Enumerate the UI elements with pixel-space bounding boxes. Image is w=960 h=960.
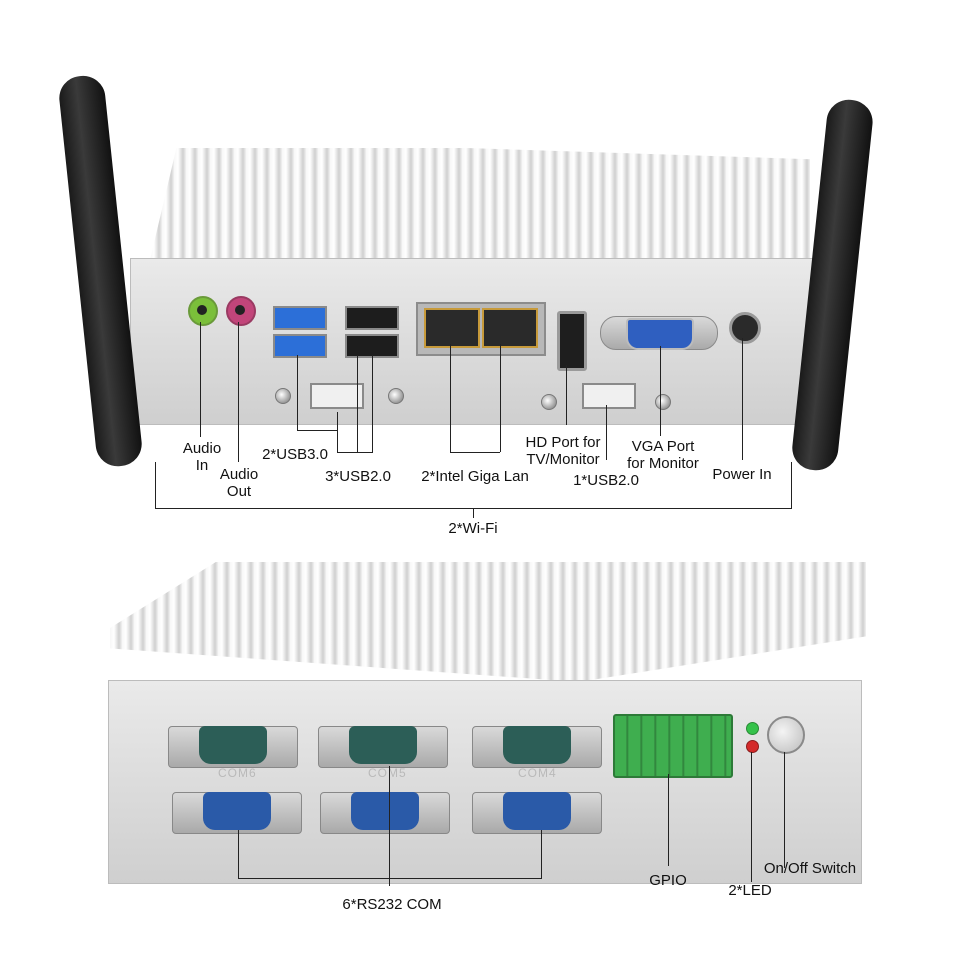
leader-com-right xyxy=(541,830,542,878)
label-rs232: 6*RS232 COM xyxy=(342,896,442,913)
com6-port-icon xyxy=(199,726,267,764)
label-usb20-one: 1*USB2.0 xyxy=(573,472,639,489)
leader-usb3-b xyxy=(337,412,338,452)
label-wifi: 2*Wi-Fi xyxy=(448,520,498,537)
screw-icon xyxy=(388,388,404,404)
leader-usb2-three-h xyxy=(337,452,372,453)
com4-port-icon xyxy=(503,726,571,764)
leader-usb2-one xyxy=(606,405,607,460)
leader-com-h xyxy=(238,878,542,879)
label-led: 2*LED xyxy=(728,882,772,899)
label-audio-in-line1: Audio xyxy=(182,440,222,457)
label-vga-line1: VGA Port xyxy=(631,438,695,455)
leader-audio-in xyxy=(200,322,201,437)
hdmi-port-icon xyxy=(557,311,587,371)
usb3-port-upper-icon xyxy=(273,306,327,330)
label-audio-out-line1: Audio xyxy=(219,466,259,483)
usb2-port-single-right-icon xyxy=(582,383,636,409)
usb2-port-upper-icon xyxy=(345,306,399,330)
label-gpio: GPIO xyxy=(649,872,687,889)
leader-vga xyxy=(660,346,661,436)
silk-com4: COM4 xyxy=(518,766,557,780)
leader-wifi-right xyxy=(791,462,792,508)
usb3-port-lower-icon xyxy=(273,334,327,358)
label-power-in: Power In xyxy=(712,466,772,483)
led-green-icon xyxy=(746,722,759,735)
label-usb30: 2*USB3.0 xyxy=(262,446,328,463)
screw-icon xyxy=(541,394,557,410)
leader-onoff xyxy=(784,752,785,868)
audio-in-jack-hole xyxy=(197,305,207,315)
label-hd-port-line2: TV/Monitor xyxy=(526,451,600,468)
label-audio-out-line2: Out xyxy=(226,483,252,500)
screw-icon xyxy=(655,394,671,410)
label-hd-port-line1: HD Port for xyxy=(525,434,601,451)
leader-gpio xyxy=(668,774,669,866)
leader-com-left xyxy=(238,830,239,878)
label-onoff: On/Off Switch xyxy=(763,860,857,877)
gpio-terminal-icon xyxy=(613,714,733,778)
top-device: Audio In Audio Out 2*USB3.0 3*USB2.0 2*I… xyxy=(57,73,875,537)
leader-usb2-three xyxy=(357,355,358,453)
leader-wifi-center xyxy=(473,508,474,518)
leader-power xyxy=(742,338,743,460)
label-usb20-three: 3*USB2.0 xyxy=(325,468,391,485)
leader-lan-h xyxy=(450,452,500,453)
leader-lan-2 xyxy=(500,344,501,452)
silk-com6: COM6 xyxy=(218,766,257,780)
lan-port-2-icon xyxy=(482,308,538,348)
usb2-port-single-left-icon xyxy=(310,383,364,409)
label-vga-line2: for Monitor xyxy=(627,455,699,472)
leader-hd-port xyxy=(566,365,567,425)
bottom-device: COM6 COM5 COM4 6*RS232 COM GPIO 2*LED On… xyxy=(0,540,960,960)
label-audio-out: Audio Out xyxy=(215,466,263,500)
lan-port-1-icon xyxy=(424,308,480,348)
leader-usb3-h xyxy=(297,430,337,431)
leader-usb3 xyxy=(297,355,298,430)
com2-port-icon xyxy=(351,792,419,830)
top-heatsink-fins xyxy=(150,148,810,260)
leader-audio-out xyxy=(238,322,239,462)
com1-port-icon xyxy=(503,792,571,830)
led-red-icon xyxy=(746,740,759,753)
leader-led xyxy=(751,752,752,882)
com5-port-icon xyxy=(349,726,417,764)
label-audio-in-line2: In xyxy=(195,457,209,474)
screw-icon xyxy=(275,388,291,404)
silk-com5: COM5 xyxy=(368,766,407,780)
leader-wifi-left xyxy=(155,462,156,508)
leader-usb2-three-b xyxy=(372,355,373,453)
label-lan: 2*Intel Giga Lan xyxy=(421,468,529,485)
com3-port-icon xyxy=(203,792,271,830)
bottom-heatsink-fins xyxy=(110,562,866,682)
label-vga: VGA Port for Monitor xyxy=(618,438,708,472)
audio-out-jack-hole xyxy=(235,305,245,315)
power-in-jack-icon xyxy=(729,312,761,344)
power-button-icon xyxy=(767,716,805,754)
vga-connector-icon xyxy=(626,318,694,350)
label-hd-port: HD Port for TV/Monitor xyxy=(515,434,611,468)
bottom-front-panel xyxy=(108,680,862,884)
label-audio-in: Audio In xyxy=(178,440,226,474)
leader-com-mid xyxy=(389,766,390,886)
leader-lan-1 xyxy=(450,344,451,452)
